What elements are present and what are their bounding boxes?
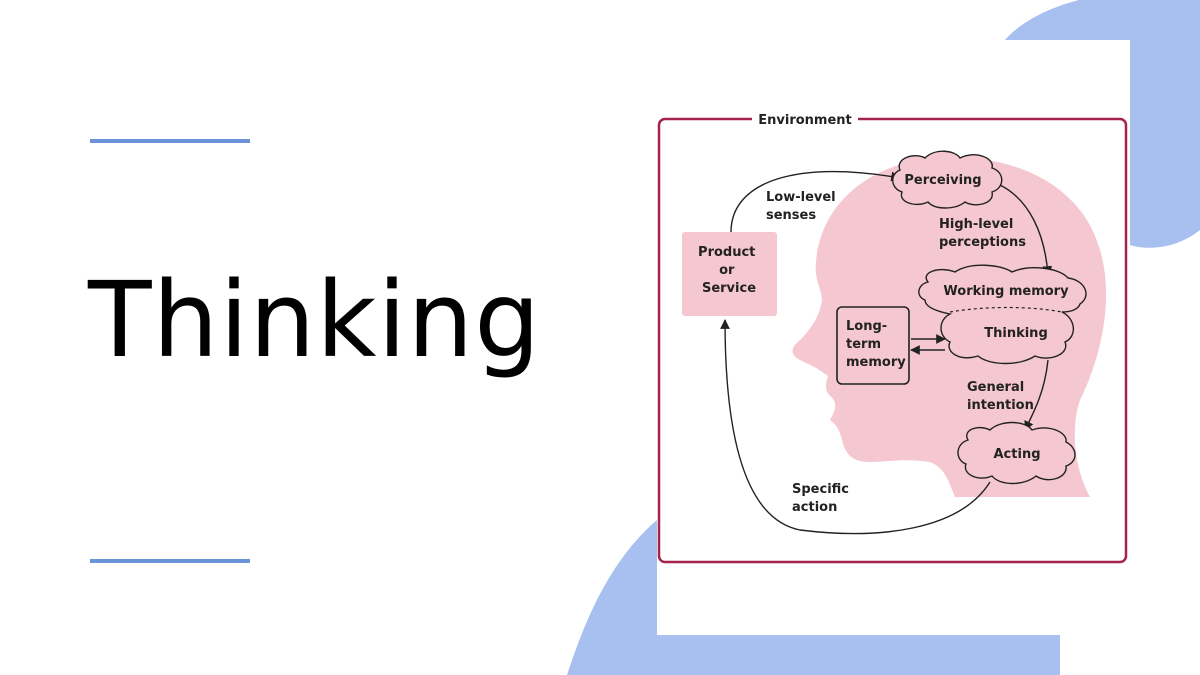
environment-frame	[657, 117, 1128, 564]
arrow-general-intention	[1024, 359, 1049, 431]
top-accent-rule	[90, 139, 250, 143]
thinking-label: Thinking	[984, 326, 1048, 341]
long-term-memory-box	[836, 306, 910, 385]
working-memory-cloud	[918, 264, 1087, 365]
acting-cloud	[957, 421, 1076, 485]
product-label-line1: Product	[698, 245, 755, 260]
arrow-high-level	[999, 184, 1053, 276]
svg-text:General intention: General intention	[967, 380, 1034, 413]
ltm-label-line2: term	[846, 337, 881, 352]
acting-label: Acting	[994, 447, 1041, 462]
product-box	[682, 232, 777, 316]
specific-action-line1: Specific	[792, 482, 849, 497]
environment-label: Environment	[758, 113, 852, 128]
working-memory-label: Working memory	[943, 284, 1069, 299]
arrow-specific-action	[720, 319, 991, 535]
ltm-label-line1: Long-	[846, 319, 887, 334]
high-level-label-line2: perceptions	[939, 235, 1026, 250]
svg-text:Product or Service: Product or Service	[698, 245, 760, 296]
product-label-line3: Service	[702, 281, 756, 296]
svg-text:Long- term memory: Long- term memory	[846, 319, 906, 370]
low-level-label-line2: senses	[766, 208, 816, 223]
specific-action-line2: action	[792, 500, 837, 515]
perceiving-label: Perceiving	[904, 173, 981, 188]
general-intention-line2: intention	[967, 398, 1034, 413]
arrow-low-level	[730, 170, 901, 233]
svg-text:Specific action: Specific action	[792, 482, 854, 515]
svg-text:Low-level senses: Low-level senses	[766, 190, 840, 223]
slide-title: Thinking	[88, 259, 542, 381]
general-intention-line1: General	[967, 380, 1024, 395]
ltm-label-line3: memory	[846, 355, 906, 370]
svg-text:High-level perceptions: High-level perceptions	[939, 217, 1026, 250]
low-level-label-line1: Low-level	[766, 190, 836, 205]
high-level-label-line1: High-level	[939, 217, 1013, 232]
product-label-line2: or	[719, 263, 735, 278]
perceiving-cloud	[892, 150, 1003, 209]
bottom-accent-rule	[90, 559, 250, 563]
